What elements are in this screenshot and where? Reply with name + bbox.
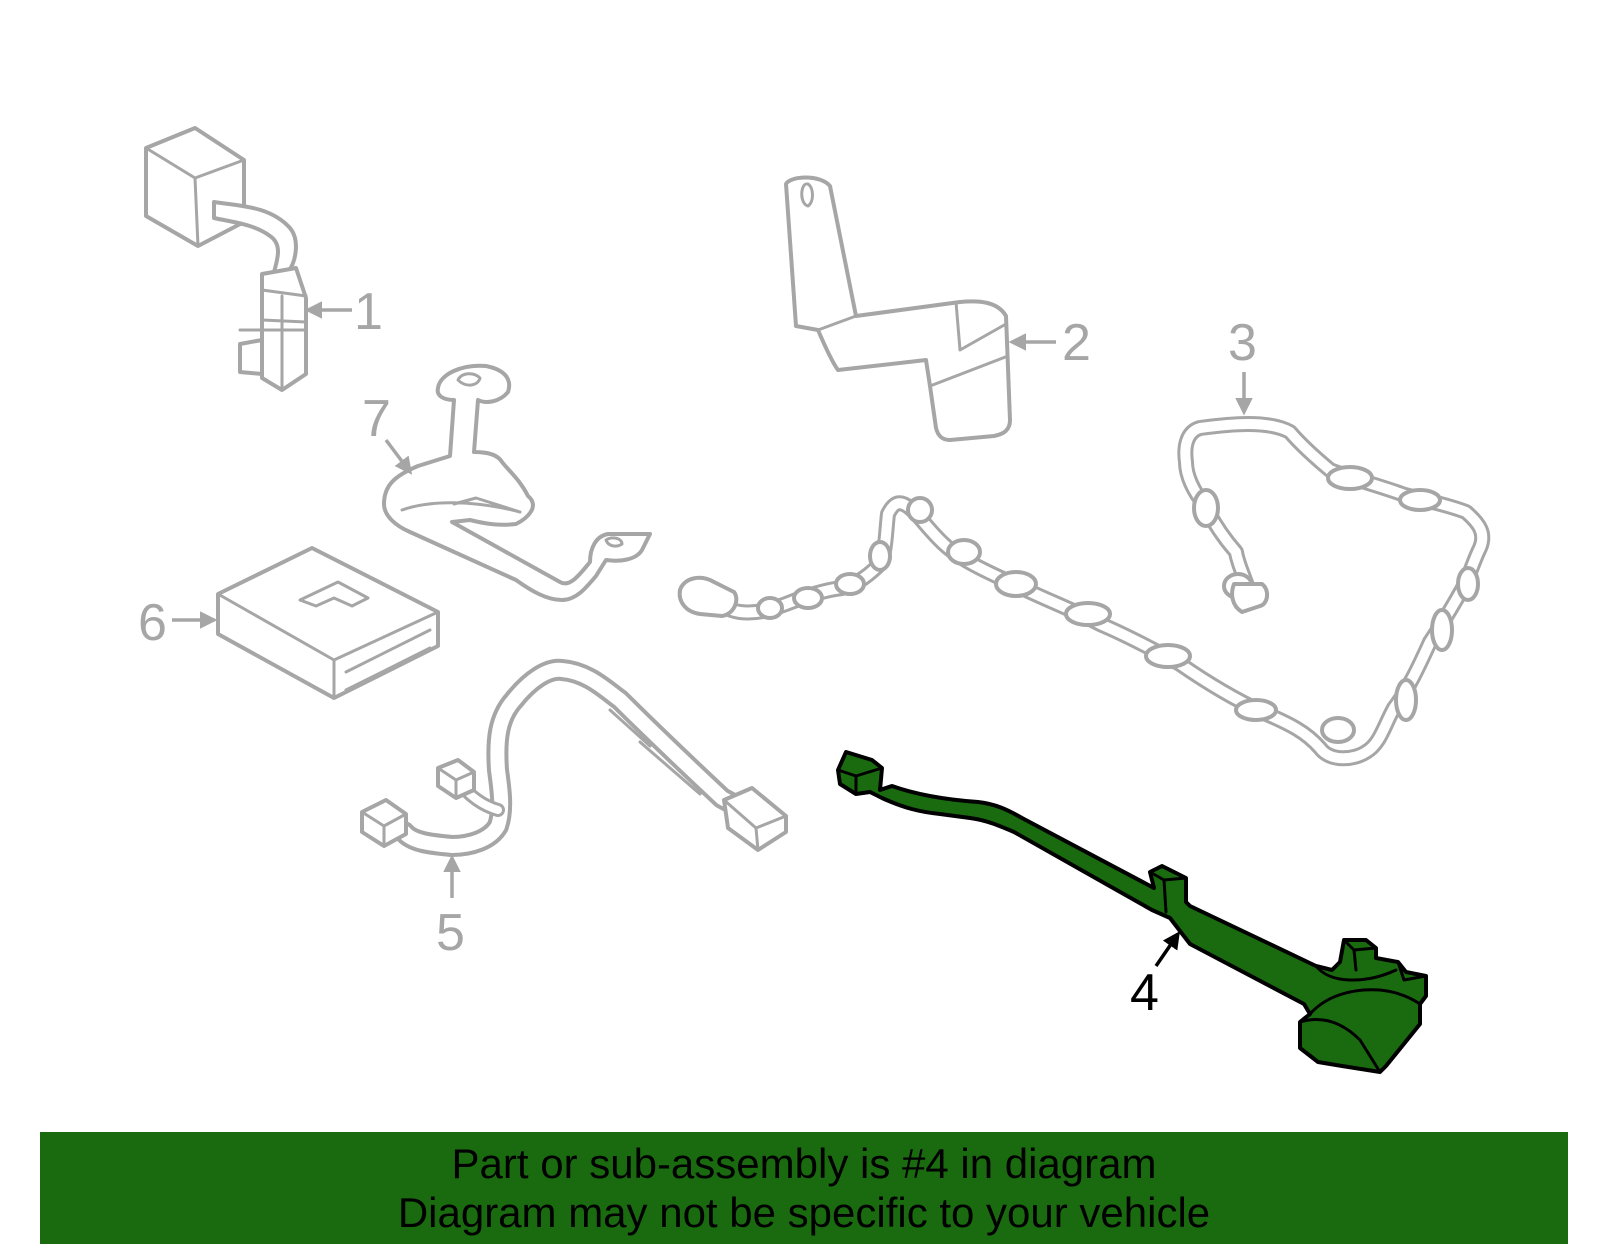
part-7-bracket [382,363,652,602]
callout-4: 4 [1130,931,1180,1022]
callout-6: 6 [138,594,218,652]
part-6-module [216,546,440,700]
callout-number-7: 7 [362,390,391,448]
callout-3: 3 [1228,314,1257,416]
callout-number-6: 6 [138,594,167,652]
banner-disclaimer: Diagram may not be specific to your vehi… [397,1189,1211,1236]
part-5-harness [360,658,788,857]
part-4-sensor-harness [836,750,1428,1074]
callout-number-5: 5 [436,904,465,962]
info-banner: Part or sub-assembly is #4 in diagram Di… [40,1132,1568,1244]
callout-7: 7 [362,390,413,475]
part-3-harness [677,416,1491,767]
callout-number-3: 3 [1228,314,1257,372]
callout-2: 2 [1008,314,1091,372]
callout-number-1: 1 [354,283,383,341]
info-banner-background [40,1132,1568,1244]
part-2-sensor [784,175,1012,442]
callout-5: 5 [436,854,465,962]
callout-1: 1 [304,283,383,341]
callout-number-2: 2 [1062,314,1091,372]
callout-number-4: 4 [1130,964,1159,1022]
part-1-sensor [144,126,308,392]
banner-part-notice: Part or sub-assembly is #4 in diagram [451,1140,1157,1187]
